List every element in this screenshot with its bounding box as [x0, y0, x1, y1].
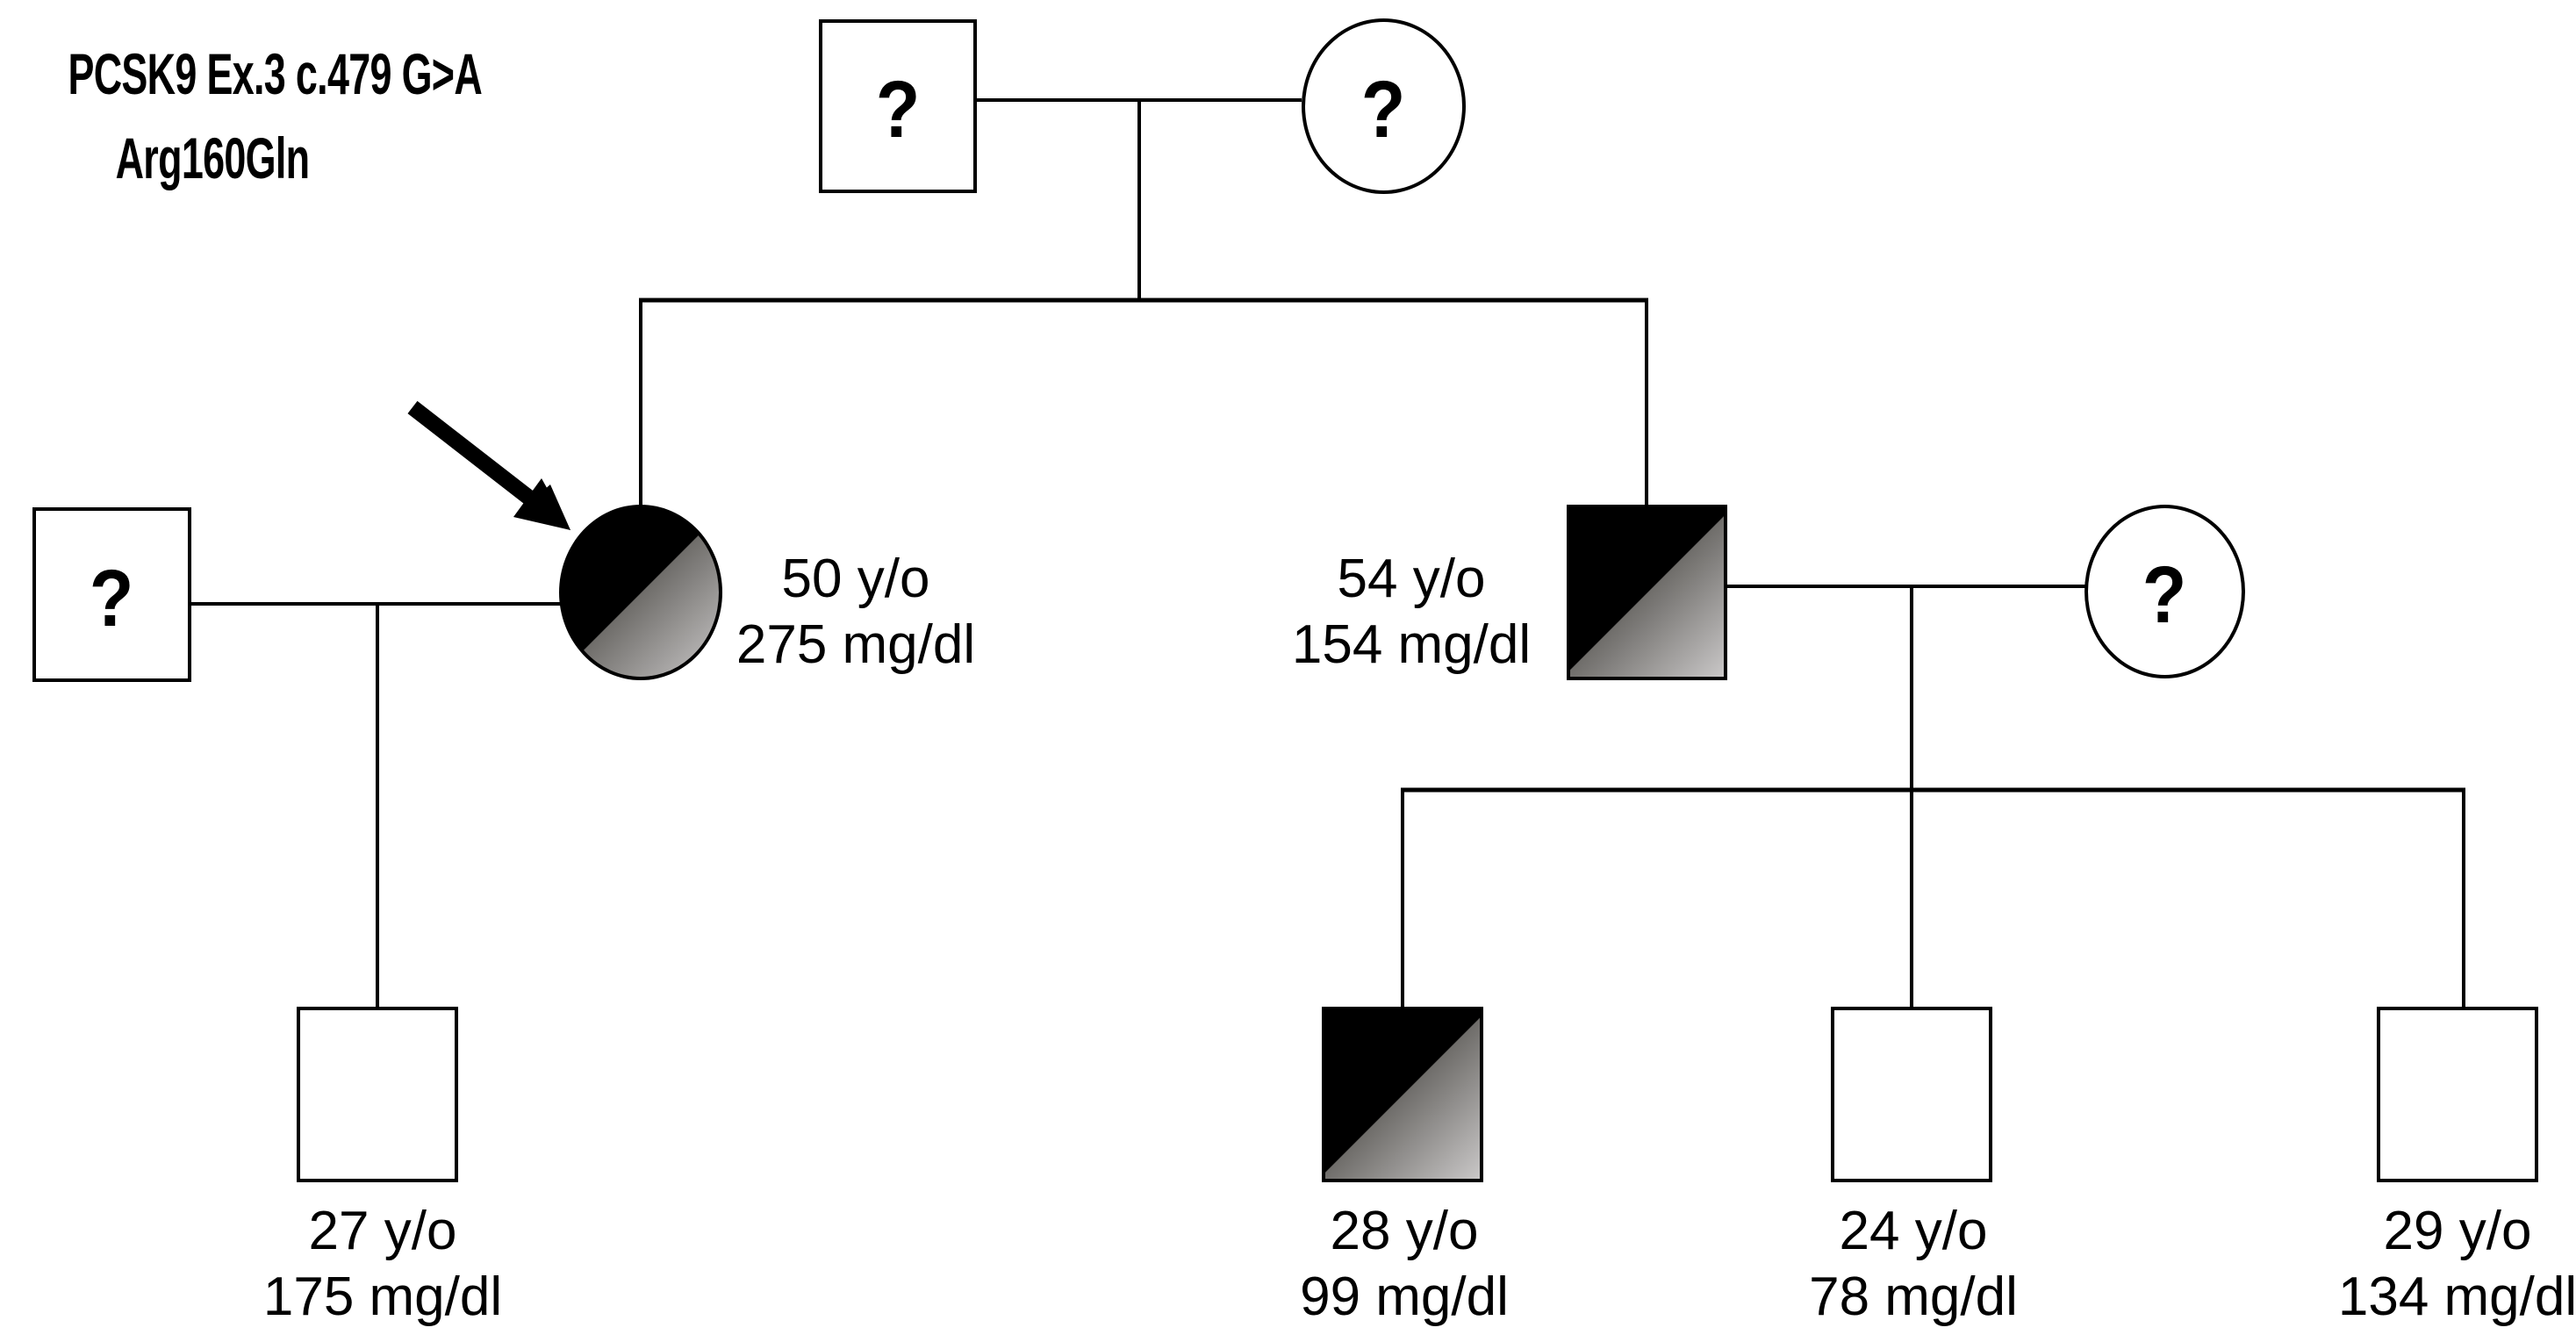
symbol-gen1-mother-circle: ? [1302, 18, 1466, 194]
symbol-proband-circle-carrier [559, 505, 722, 680]
title-line-2: Arg160Gln [115, 126, 311, 190]
symbol-son24-square [1831, 1007, 1992, 1182]
label-gen2-brother-age: 54 y/o [1337, 549, 1486, 609]
symbol-gen2-wife-circle: ? [2084, 505, 2245, 678]
label-proband-age: 50 y/o [781, 549, 930, 609]
label-son27-cholesterol: 175 mg/dl [262, 1267, 503, 1327]
title-line-1: PCSK9 Ex.3 c.479 G>A [68, 41, 483, 106]
symbol-gen2-brother-square-carrier [1567, 505, 1727, 680]
label-proband-cholesterol: 275 mg/dl [735, 614, 976, 675]
unknown-status-marker: ? [90, 553, 134, 643]
label-son24: 24 y/o 78 mg/dl [1809, 1198, 2018, 1330]
symbol-son29-square [2377, 1007, 2538, 1182]
label-son28-cholesterol: 99 mg/dl [1300, 1267, 1509, 1327]
label-son24-cholesterol: 78 mg/dl [1809, 1267, 2018, 1327]
symbol-gen1-father-square: ? [819, 19, 977, 193]
unknown-status-marker: ? [2142, 550, 2187, 640]
label-son28-age: 28 y/o [1330, 1201, 1479, 1261]
symbol-son28-square-carrier [1322, 1007, 1483, 1182]
label-son29-age: 29 y/o [2383, 1201, 2532, 1261]
label-proband: 50 y/o 275 mg/dl [736, 546, 975, 678]
proband-arrow-icon [407, 400, 570, 530]
label-gen2-brother: 54 y/o 154 mg/dl [1292, 546, 1531, 678]
unknown-status-marker: ? [1361, 65, 1406, 154]
label-son28: 28 y/o 99 mg/dl [1300, 1198, 1509, 1330]
label-son29-cholesterol: 134 mg/dl [2337, 1267, 2576, 1327]
label-son27: 27 y/o 175 mg/dl [263, 1198, 502, 1330]
symbol-son27-square [297, 1007, 458, 1182]
unknown-status-marker: ? [875, 65, 921, 154]
label-son27-age: 27 y/o [308, 1201, 457, 1261]
label-gen2-brother-cholesterol: 154 mg/dl [1291, 614, 1532, 675]
diagram-title: PCSK9 Ex.3 c.479 G>A Arg160Gln [0, 32, 483, 200]
label-son29: 29 y/o 134 mg/dl [2338, 1198, 2576, 1330]
symbol-gen2-husband-square: ? [32, 507, 191, 682]
label-son24-age: 24 y/o [1839, 1201, 1988, 1261]
